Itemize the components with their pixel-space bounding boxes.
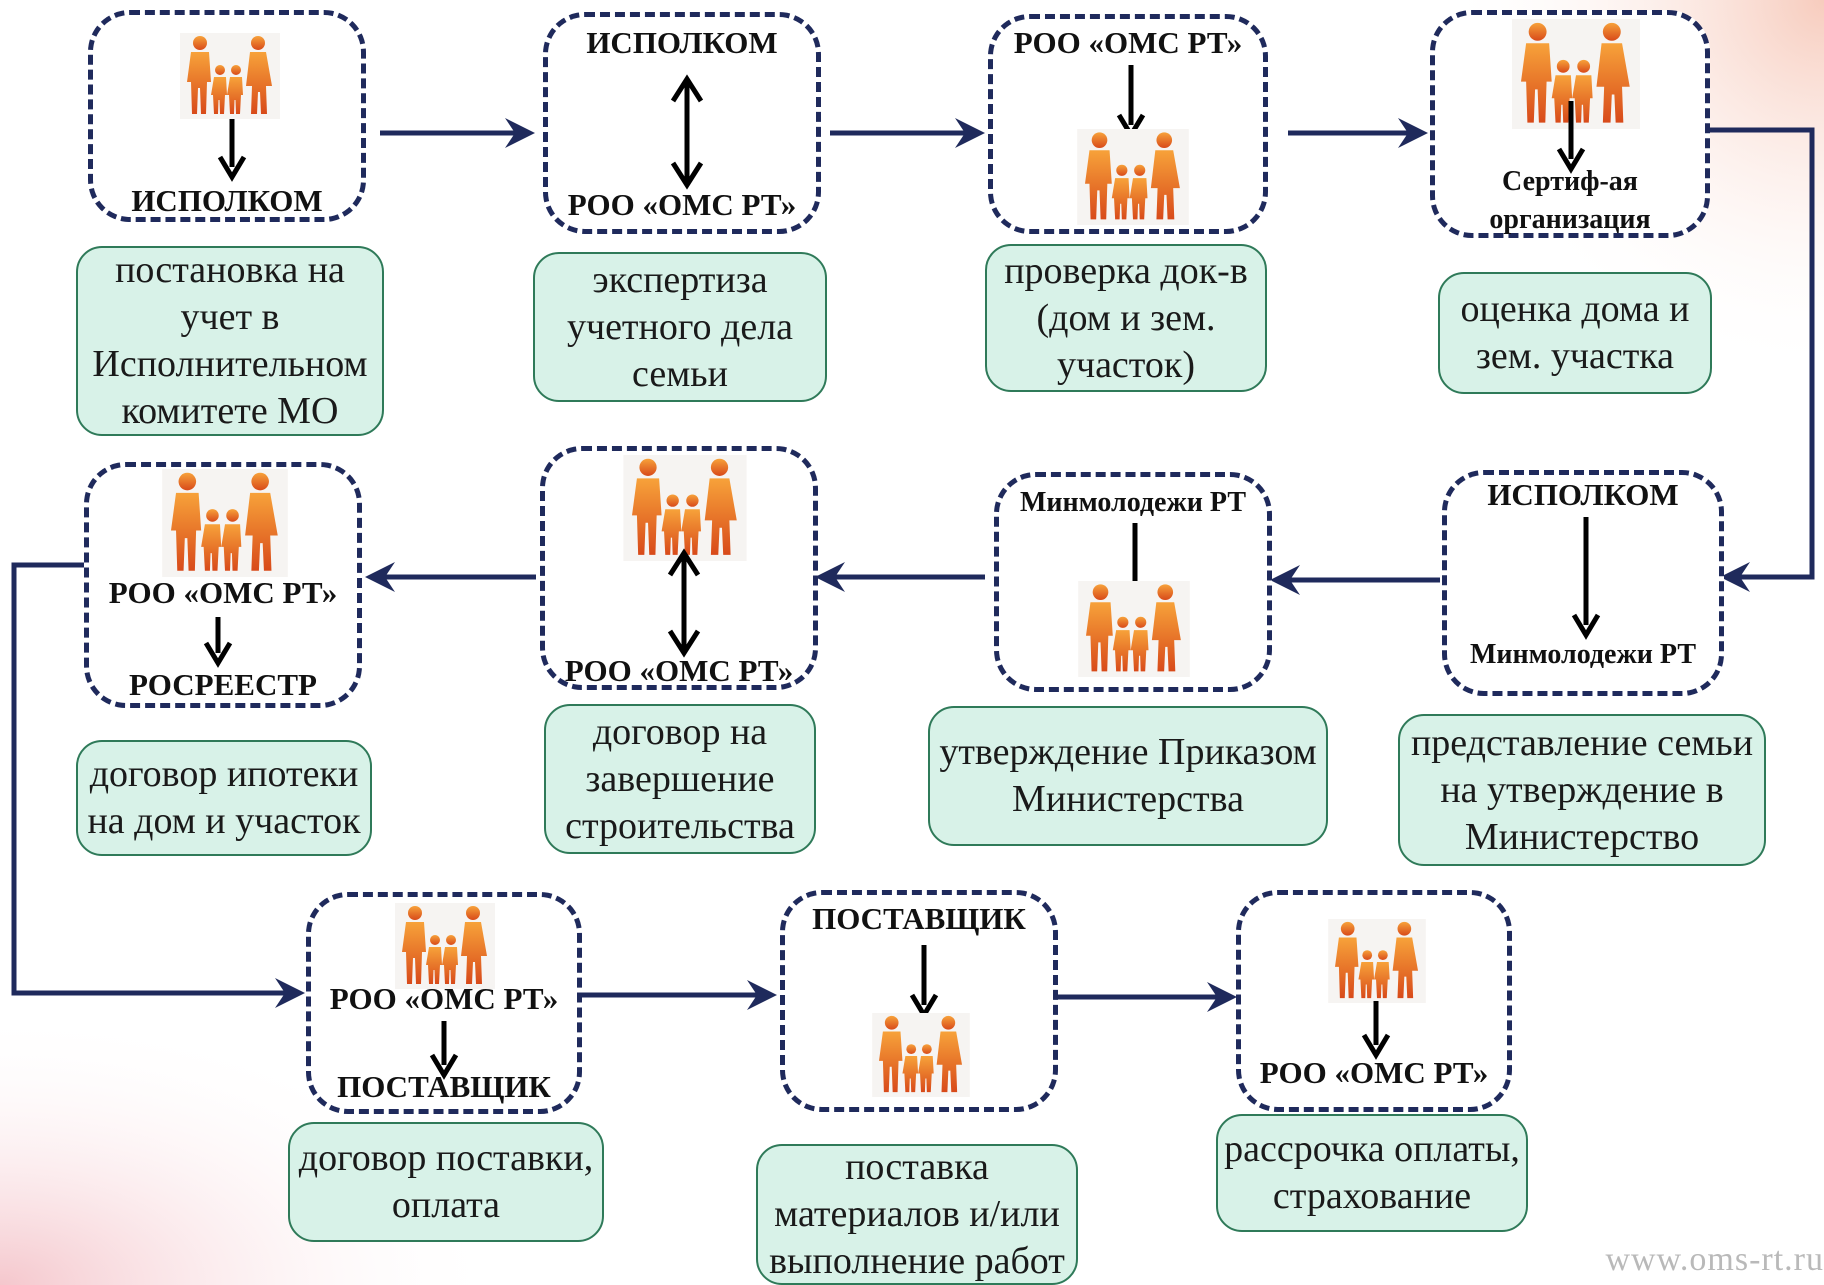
- down-arrow-icon: [217, 119, 247, 182]
- step-10-top-label: ПОСТАВЩИК: [812, 901, 1026, 936]
- step-11-box: РОО «ОМС РТ»: [1236, 890, 1512, 1112]
- step-7-bottom-label: РОО «ОМС РТ»: [564, 653, 794, 688]
- step-4-bottom-label: Сертиф-ая организация: [1489, 166, 1651, 235]
- step-6-caption: утверждение Приказом Министерства: [928, 706, 1328, 846]
- down-arrow-icon: [1556, 101, 1586, 174]
- step-10-caption: поставка материалов и/или выполнение раб…: [756, 1144, 1078, 1285]
- step-2-box: ИСПОЛКОМ РОО «ОМС РТ»: [543, 12, 821, 234]
- family-icon: [1069, 581, 1199, 677]
- step-5-bottom-label: Минмолодежи РТ: [1469, 639, 1697, 670]
- family-icon: [863, 1013, 979, 1097]
- step-9-box: РОО «ОМС РТ» ПОСТАВЩИК: [306, 892, 582, 1114]
- step-8-box: РОО «ОМС РТ» РОСРЕЕСТР: [84, 462, 362, 708]
- step-1-caption: постановка на учет в Исполнительном коми…: [76, 246, 384, 436]
- step-2-top-label: ИСПОЛКОМ: [586, 25, 778, 60]
- step-1-box: ИСПОЛКОМ: [88, 10, 366, 222]
- down-arrow-icon: [1361, 1001, 1391, 1060]
- step-2-caption: экспертиза учетного дела семьи: [533, 252, 827, 402]
- step-9-caption: договор поставки, оплата: [288, 1122, 604, 1242]
- double-arrow-icon: [667, 548, 701, 658]
- step-11-caption: рассрочка оплаты, страхование: [1216, 1114, 1528, 1232]
- step-7-caption: договор на завершение строительства: [544, 704, 816, 854]
- step-8-caption: договор ипотеки на дом и участок: [76, 740, 372, 856]
- step-4-caption: оценка дома и зем. участка: [1438, 272, 1712, 394]
- step-11-bottom-label: РОО «ОМС РТ»: [1259, 1055, 1489, 1090]
- step-6-box: Минмолодежи РТ: [994, 472, 1272, 692]
- site-watermark: www.oms-rt.ru: [1605, 1241, 1824, 1278]
- step-7-box: РОО «ОМС РТ»: [540, 446, 818, 690]
- family-icon: [153, 469, 297, 577]
- step-5-top-label: ИСПОЛКОМ: [1487, 477, 1679, 512]
- family-icon: [1321, 919, 1433, 1003]
- step-8-bottom-label: РОСРЕЕСТР: [129, 667, 317, 702]
- step-9-bottom-label: ПОСТАВЩИК: [337, 1069, 551, 1104]
- connector-4-5: [1708, 127, 1815, 592]
- family-icon: [180, 33, 280, 119]
- step-6-top-label: Минмолодежи РТ: [1019, 487, 1247, 518]
- step-8-mid-label: РОО «ОМС РТ»: [108, 575, 338, 610]
- down-arrow-icon: [1116, 65, 1146, 140]
- down-arrow-icon: [203, 617, 233, 668]
- step-2-bottom-label: РОО «ОМС РТ»: [567, 187, 797, 222]
- family-icon: [387, 903, 503, 989]
- step-5-box: ИСПОЛКОМ Минмолодежи РТ: [1442, 470, 1724, 696]
- step-9-mid-label: РОО «ОМС РТ»: [329, 981, 559, 1016]
- family-icon: [615, 455, 755, 561]
- step-3-top-label: РОО «ОМС РТ»: [1013, 25, 1243, 60]
- step-3-box: РОО «ОМС РТ»: [988, 14, 1268, 234]
- step-5-caption: представление семьи на утверждение в Мин…: [1398, 714, 1766, 866]
- step-4-box: Сертиф-ая организация: [1430, 10, 1710, 238]
- step-10-box: ПОСТАВЩИК: [780, 890, 1058, 1112]
- step-3-caption: проверка док-в (дом и зем. участок): [985, 244, 1267, 392]
- down-arrow-icon: [1571, 517, 1601, 640]
- connector-8-9: [11, 562, 305, 1008]
- double-arrow-icon: [670, 74, 704, 190]
- family-icon: [1069, 129, 1197, 225]
- down-arrow-icon: [909, 945, 939, 1020]
- down-arrow-icon: [429, 1021, 459, 1080]
- step-1-bottom-label: ИСПОЛКОМ: [131, 183, 323, 218]
